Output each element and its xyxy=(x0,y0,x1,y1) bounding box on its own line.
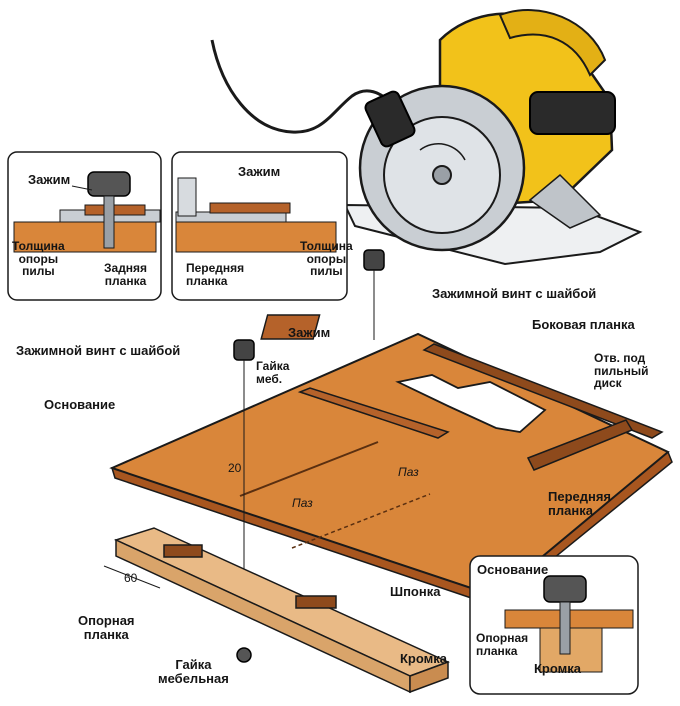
blade-arbor xyxy=(432,165,452,185)
inset-support-block xyxy=(539,627,603,673)
label-front-strip: Передняя планка xyxy=(548,489,612,518)
groove-line xyxy=(291,493,431,549)
key-strip xyxy=(163,544,203,558)
support-strip-assembly xyxy=(103,527,450,694)
label-screw-left: Зажимной винт с шайбой xyxy=(16,343,181,358)
base-board xyxy=(109,332,670,598)
top-clamp-knob xyxy=(363,249,385,271)
label-thickness-right: Толщина опоры пилы xyxy=(300,239,353,279)
inset-screw xyxy=(103,195,115,249)
inset-knob xyxy=(87,171,131,197)
label-clamp-left: Зажим xyxy=(28,172,71,187)
label-support-strip: Опорная планка xyxy=(78,613,135,642)
label-screw-top: Зажимной винт с шайбой xyxy=(432,286,597,301)
left-clamp-knob xyxy=(233,339,255,361)
inset-leader xyxy=(71,185,93,191)
label-dim-60: 60 xyxy=(124,571,138,585)
label-base: Основание xyxy=(44,397,116,412)
label-rear-strip: Задняя планка xyxy=(104,261,148,288)
inset-front-clamp xyxy=(171,151,348,301)
label-thickness-left: Толщина опоры пилы xyxy=(12,239,65,279)
inset-base-layer xyxy=(175,221,337,253)
inset-screw xyxy=(559,601,571,655)
label-nut-furniture: Гайка мебельная xyxy=(158,657,229,686)
inset-knob xyxy=(543,575,587,603)
support-strip-end xyxy=(409,660,449,694)
inset-clamp-bar xyxy=(209,202,291,214)
label-dim-20: 20 xyxy=(228,461,242,475)
label-clamp-right: Зажим xyxy=(238,164,281,179)
label-side-strip: Боковая планка xyxy=(532,317,635,332)
label-support-strip-inset: Опорная планка xyxy=(476,631,529,658)
inset-base-layer xyxy=(13,221,157,253)
label-key: Шпонка xyxy=(390,584,441,599)
blade-rotation-arrow xyxy=(419,143,466,161)
label-edge: Кромка xyxy=(400,651,447,666)
label-base-inset: Основание xyxy=(477,562,549,577)
rear-strip xyxy=(297,387,450,439)
inset-rear-clamp xyxy=(7,151,162,301)
label-front-strip-inset: Передняя планка xyxy=(186,261,245,288)
saw-handle xyxy=(498,9,607,77)
inset-support-detail xyxy=(469,555,639,695)
key-strip xyxy=(295,595,337,609)
blade-slot-hole xyxy=(395,374,547,433)
depth-knob xyxy=(364,90,416,148)
inset-blade-guard xyxy=(177,177,197,217)
label-groove-2: Паз xyxy=(292,496,313,510)
label-groove-1: Паз xyxy=(398,465,419,479)
side-strip xyxy=(422,343,664,439)
groove-line xyxy=(239,441,379,497)
blade-lower-guard xyxy=(528,173,602,229)
furniture-nut xyxy=(236,647,252,663)
dimension-line xyxy=(103,565,161,589)
label-nut-furn: Гайка меб. xyxy=(256,359,290,386)
label-clamp-mid: Зажим xyxy=(288,325,331,340)
top-clamp-block xyxy=(260,314,321,340)
inset-clamp-bar xyxy=(84,204,146,216)
label-edge-inset: Кромка xyxy=(534,661,581,676)
saw-grip xyxy=(529,91,616,135)
label-blade-hole: Отв. под пильный диск xyxy=(594,351,649,391)
front-strip xyxy=(526,419,634,471)
power-cord xyxy=(210,39,392,134)
circular-saw xyxy=(210,9,643,266)
